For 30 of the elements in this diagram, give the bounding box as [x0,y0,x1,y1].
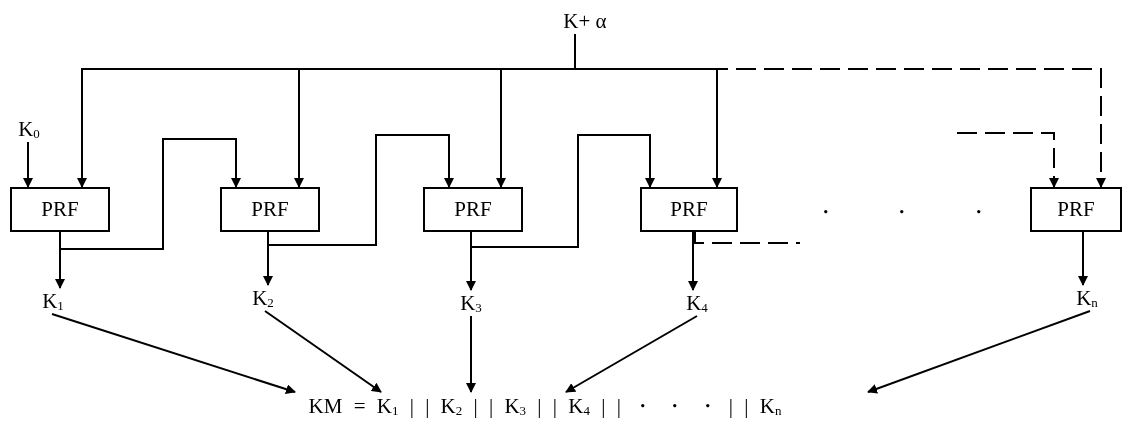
arrow [51,313,296,394]
arrow [470,134,655,248]
arrow [565,315,698,393]
arrow [466,315,476,393]
prf-box: PRF [1030,187,1122,232]
key-label: K$_{3}$ [456,290,486,316]
key-label: K+ α [560,8,610,34]
arrow [688,231,698,291]
arrow [1078,231,1088,286]
key-label: K$_{1}$ [38,288,68,314]
arrow [263,231,273,286]
prf-box: PRF [423,187,523,232]
dashed-continuation-arrow [956,132,1059,188]
arrow [23,141,33,188]
formula-text: KM = K$_{1}$ | | K$_{2}$ | | K$_{3}$ | | K$_{4}$ | | ・ ・ ・ | | K$_{n}$ [200,392,890,420]
key-label: K$_{n}$ [1070,285,1104,311]
prf-box: PRF [10,187,110,232]
arrow [466,231,476,291]
ellipsis-text: ・ ・ ・ [815,199,989,226]
arrow [267,134,454,246]
key-label: K$_{0}$ [14,116,44,142]
arrow [264,310,382,393]
arrow [59,138,241,250]
arrow [574,33,1106,188]
prf-box: PRF [640,187,738,232]
key-label: K$_{2}$ [248,285,278,311]
arrow [867,310,1091,394]
arrow [55,231,65,289]
key-label: K$_{4}$ [680,290,714,316]
prf-box: PRF [220,187,320,232]
